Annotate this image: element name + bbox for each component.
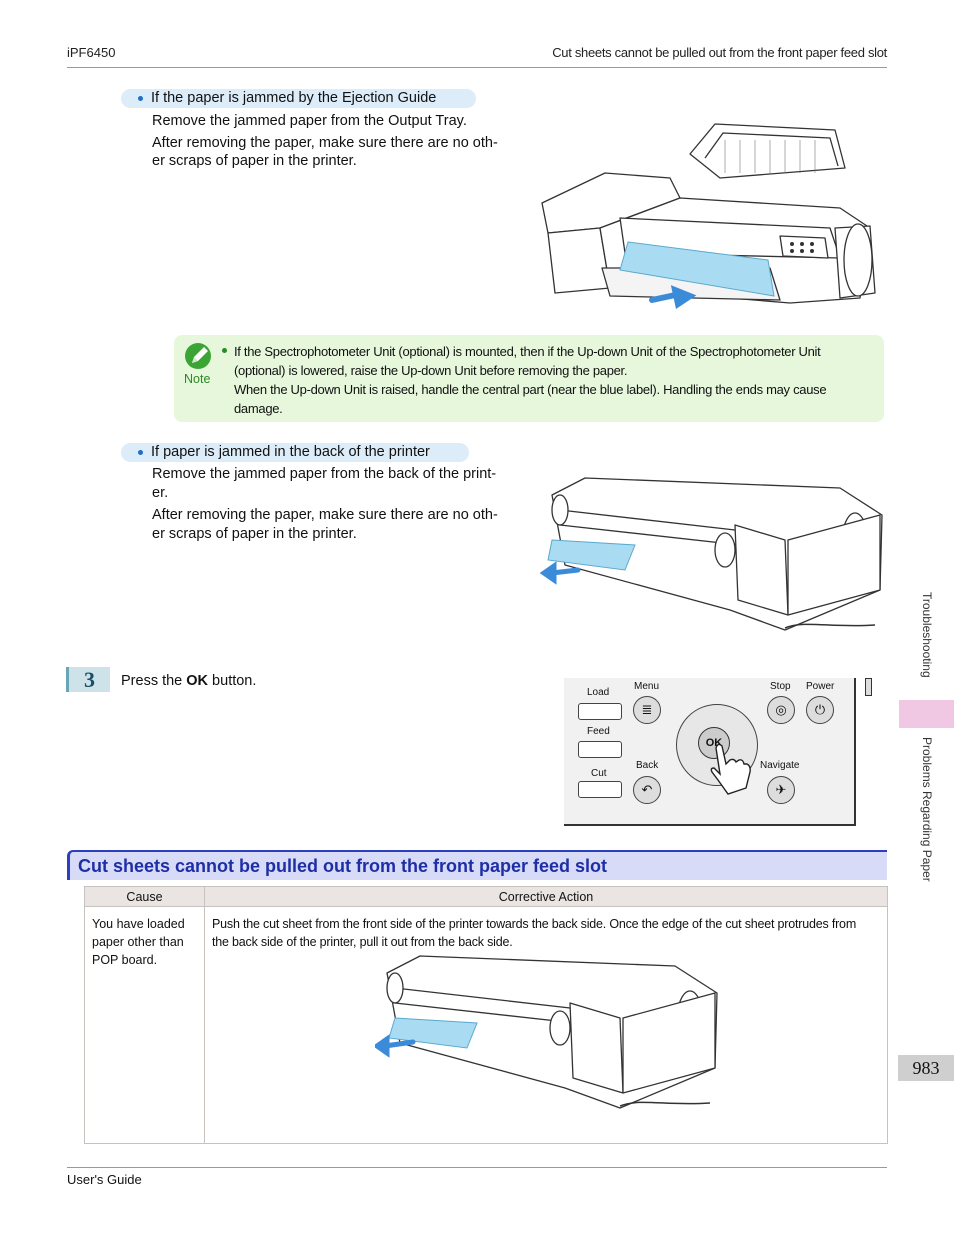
feed-button[interactable] (578, 741, 622, 758)
bullet2-line2b: er scraps of paper in the printer. (152, 526, 357, 542)
footer-rule (67, 1167, 887, 1168)
step-number: 3 (66, 667, 110, 692)
cause-line: POP board. (92, 953, 158, 967)
panel-load-label: Load (587, 687, 610, 698)
back-button[interactable]: ↶ (633, 776, 661, 804)
note-box (174, 335, 884, 422)
bullet-heading-back-of-printer: If paper is jammed in the back of the pr… (121, 443, 469, 462)
panel-edge (865, 678, 872, 696)
cut-button[interactable] (578, 781, 622, 798)
printer-output-tray-figure (541, 123, 876, 309)
note-label: Note (184, 372, 211, 386)
note-line4: damage. (234, 401, 283, 416)
bullet2-line1b: er. (152, 485, 169, 501)
footer-text: User's Guide (67, 1172, 142, 1187)
note-line3: When the Up-down Unit is raised, handle … (234, 382, 827, 397)
note-line2: (optional) is lowered, raise the Up-down… (234, 363, 628, 378)
panel-power-label: Power (806, 681, 835, 692)
power-button[interactable]: ⏻ (806, 696, 834, 724)
menu-button[interactable]: ≣ (633, 696, 661, 724)
table-header-action: Corrective Action (204, 886, 888, 907)
action-line: the back side of the printer, pull it ou… (212, 935, 513, 949)
bullet-heading-text: If paper is jammed in the back of the pr… (151, 444, 430, 460)
table-cell-cause: You have loaded paper other than POP boa… (84, 906, 205, 1144)
note-line1: If the Spectrophotometer Unit (optional)… (234, 344, 821, 359)
step3-pre: Press the (121, 673, 187, 689)
section-title: Cut sheets cannot be pulled out from the… (67, 850, 887, 880)
action-line: Push the cut sheet from the front side o… (212, 917, 857, 931)
table-header-cause: Cause (84, 886, 205, 907)
bullet-heading-ejection-guide: If the paper is jammed by the Ejection G… (121, 89, 476, 108)
header-section: Cut sheets cannot be pulled out from the… (552, 45, 887, 60)
sidebar-tab-marker (899, 700, 954, 728)
pressing-hand-icon (710, 743, 751, 795)
bullet1-line1: Remove the jammed paper from the Output … (152, 113, 467, 129)
note-bullet-icon (222, 348, 227, 353)
stop-button[interactable]: ◎ (767, 696, 795, 724)
printer-back-push-figure (375, 955, 718, 1109)
load-button[interactable] (578, 703, 622, 720)
bullet2-line1a: Remove the jammed paper from the back of… (152, 466, 497, 482)
step3-post: button. (208, 673, 257, 689)
panel-menu-label: Menu (634, 681, 660, 692)
bullet2-line2a: After removing the paper, make sure ther… (152, 507, 498, 523)
cause-line: paper other than (92, 935, 184, 949)
step3-text: Press the OK button. (121, 672, 256, 691)
bullet1-line2a: After removing the paper, make sure ther… (152, 135, 498, 151)
panel-navigate-label: Navigate (760, 760, 800, 771)
panel-feed-label: Feed (587, 726, 610, 737)
printer-back-figure (540, 477, 883, 631)
ok-button[interactable]: OK (698, 727, 730, 759)
page-number: 983 (898, 1055, 954, 1081)
note-pencil-icon (185, 343, 211, 369)
step3-ok-bold: OK (186, 673, 209, 689)
panel-stop-label: Stop (770, 681, 791, 692)
bullet1-line2b: er scraps of paper in the printer. (152, 153, 357, 169)
header-rule (67, 67, 887, 68)
sidebar-subcategory: Problems Regarding Paper (920, 737, 934, 882)
bullet-icon (138, 450, 143, 455)
navigate-button[interactable]: ✈ (767, 776, 795, 804)
sidebar-category: Troubleshooting (920, 592, 934, 678)
cause-line: You have loaded (92, 917, 185, 931)
bullet-icon (138, 96, 143, 101)
panel-back-label: Back (636, 760, 659, 771)
bullet-heading-text: If the paper is jammed by the Ejection G… (151, 90, 437, 106)
panel-cut-label: Cut (591, 768, 607, 779)
header-model: iPF6450 (67, 45, 116, 60)
